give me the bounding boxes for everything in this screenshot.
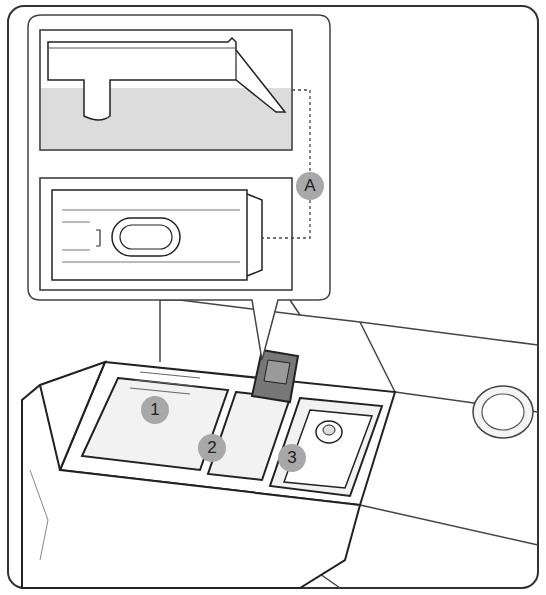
callout-number: 1 (141, 396, 169, 424)
outer-frame (8, 6, 538, 588)
detergent-drawer (22, 350, 395, 588)
control-knob (473, 386, 533, 438)
callout-number: 3 (278, 444, 306, 472)
callout-number: 2 (198, 434, 226, 462)
detail-inset (28, 15, 330, 360)
callout-number: A (296, 172, 324, 200)
